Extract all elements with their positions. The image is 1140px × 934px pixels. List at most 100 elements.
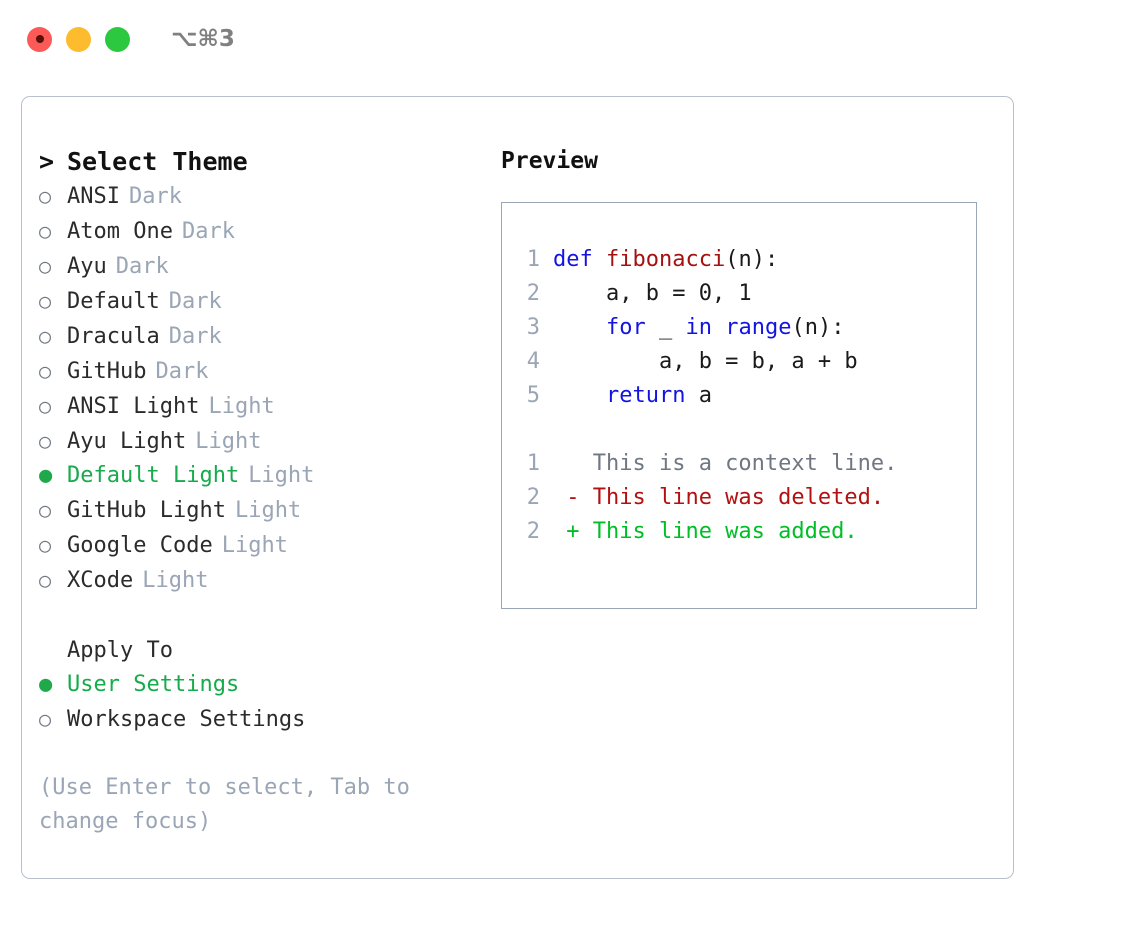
theme-option-ansi[interactable]: ○ ANSI Dark: [39, 179, 499, 214]
line-number: 1: [526, 247, 540, 272]
theme-name: ANSI: [67, 184, 120, 209]
theme-variant-tag: Light: [221, 533, 288, 558]
caret-icon: >: [39, 147, 55, 176]
theme-option-github-light[interactable]: ○ GitHub Light Light: [39, 493, 499, 528]
theme-variant-tag: Dark: [128, 184, 182, 209]
shortcut-label: ⌥⌘3: [171, 26, 235, 52]
theme-name: GitHub: [67, 359, 147, 384]
code-token-kw: return: [605, 383, 686, 408]
apply-to-label: Apply To: [67, 638, 173, 663]
theme-variant-tag: Light: [142, 568, 209, 593]
code-token-txt: (n):: [725, 247, 779, 272]
theme-name: Default Light: [67, 463, 240, 488]
diff-line-del: 2 - This line was deleted.: [512, 481, 970, 515]
code-line: 2 a, b = 0, 1: [512, 277, 970, 311]
spacer: [39, 598, 499, 634]
page-title-label: Select Theme: [67, 147, 248, 176]
code-token-txt: [553, 379, 606, 413]
diff-line-ctx: 1 This is a context line.: [512, 447, 970, 481]
keyboard-hint: (Use Enter to select, Tab to change focu…: [39, 775, 424, 834]
theme-variant-tag: Dark: [181, 219, 235, 244]
theme-name: GitHub Light: [67, 498, 226, 523]
code-token-txt: [712, 311, 725, 345]
radio-empty-icon: ○: [39, 324, 52, 348]
title-bar: ⌥⌘3: [0, 0, 1140, 78]
line-number: 4: [526, 349, 540, 374]
line-number: 2: [526, 519, 540, 544]
theme-name: Google Code: [67, 533, 213, 558]
radio-empty-icon: ○: [39, 498, 52, 522]
apply-to-name: User Settings: [67, 672, 240, 697]
theme-variant-tag: Light: [234, 498, 302, 523]
code-token-txt: [553, 311, 606, 345]
theme-variant-tag: Dark: [155, 359, 209, 384]
bullet-placeholder: ○: [39, 634, 67, 668]
code-token-fn: fibonacci: [605, 247, 726, 272]
code-token-kw: for: [605, 315, 646, 340]
radio-empty-icon: ○: [39, 429, 52, 453]
code-line: 5 return a: [512, 379, 970, 413]
line-number: 1: [526, 451, 540, 476]
code-line: 3 for _ in range(n):: [512, 311, 970, 345]
code-token-kw: range: [725, 315, 792, 340]
code-token-txt: a, b = b, a + b: [553, 349, 858, 374]
code-line: 4 a, b = b, a + b: [512, 345, 970, 379]
apply-to-heading: ○ Apply To: [39, 634, 499, 668]
radio-empty-icon: ○: [39, 289, 52, 313]
theme-name: ANSI Light: [67, 394, 200, 419]
apply-to-option-user-settings[interactable]: ● User Settings: [39, 668, 499, 702]
theme-variant-tag: Dark: [168, 289, 222, 314]
page-title: > Select Theme: [39, 145, 499, 179]
radio-empty-icon: ○: [39, 707, 52, 731]
code-token-txt: _: [645, 315, 686, 340]
theme-name: Ayu: [67, 254, 107, 279]
theme-variant-tag: Dark: [115, 254, 169, 279]
radio-selected-icon: ●: [39, 672, 53, 697]
preview-title: Preview: [501, 148, 598, 174]
radio-empty-icon: ○: [39, 219, 52, 243]
code-token-txt: a: [685, 383, 712, 408]
maximize-button[interactable]: [105, 26, 130, 52]
code-token-txt: a, b = 0, 1: [553, 281, 752, 306]
theme-option-default-light[interactable]: ● Default Light Light: [39, 459, 499, 493]
code-token-kw: in: [685, 315, 712, 340]
theme-variant-tag: Light: [208, 394, 275, 419]
apply-to-list: ● User Settings ○ Workspace Settings: [39, 668, 499, 737]
line-number: 3: [526, 315, 540, 340]
code-token-kw: def: [553, 247, 606, 272]
theme-name: Ayu Light: [67, 429, 187, 454]
radio-selected-icon: ●: [39, 463, 53, 488]
code-blank-line: [512, 413, 970, 447]
minimize-button[interactable]: [66, 26, 91, 52]
line-number: 5: [526, 383, 540, 408]
close-button[interactable]: [27, 26, 52, 52]
theme-name: XCode: [67, 568, 134, 593]
diff-line-add: 2 + This line was added.: [512, 515, 970, 549]
theme-name: Default: [67, 289, 160, 314]
diff-text: - This line was deleted.: [553, 485, 885, 510]
theme-variant-tag: Light: [248, 463, 315, 488]
theme-name: Dracula: [67, 324, 160, 349]
apply-to-name: Workspace Settings: [67, 707, 306, 732]
apply-to-option-workspace-settings[interactable]: ○ Workspace Settings: [39, 702, 499, 737]
diff-lines: 1 This is a context line.2 - This line w…: [512, 447, 970, 549]
theme-option-github[interactable]: ○ GitHub Dark: [39, 354, 499, 389]
line-number: 2: [526, 281, 540, 306]
code-token-txt: (n):: [791, 315, 845, 340]
radio-empty-icon: ○: [39, 184, 52, 208]
radio-empty-icon: ○: [39, 359, 52, 383]
window-controls: [27, 26, 130, 52]
theme-option-default[interactable]: ○ Default Dark: [39, 284, 499, 319]
